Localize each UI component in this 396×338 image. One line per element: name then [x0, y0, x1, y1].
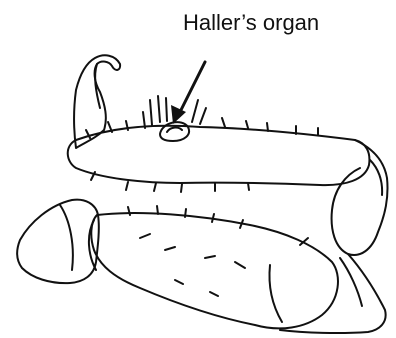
seta: [212, 214, 214, 222]
proximal-segment-fold: [340, 258, 362, 306]
seta: [222, 118, 225, 127]
proximal-segment: [280, 254, 386, 333]
seta: [248, 183, 249, 190]
seta: [181, 184, 182, 192]
joint-segment-inner: [370, 160, 382, 195]
joint-segment: [332, 140, 388, 255]
seta: [192, 100, 198, 122]
seta: [246, 121, 248, 128]
seta: [235, 262, 245, 268]
seta: [205, 256, 215, 258]
seta: [210, 292, 218, 296]
seta: [166, 98, 167, 121]
seta: [175, 280, 183, 284]
seta: [126, 182, 128, 190]
hallers-organ-pit: [167, 128, 182, 132]
foot-pad: [17, 200, 99, 283]
seta: [154, 183, 156, 191]
lower-segment: [91, 213, 338, 328]
seta: [140, 234, 150, 238]
arrow-shaft: [180, 62, 205, 112]
seta: [267, 123, 268, 131]
hallers-organ-label: Haller’s organ: [183, 10, 319, 36]
seta: [185, 209, 186, 217]
seta: [157, 206, 158, 214]
seta: [200, 108, 206, 124]
seta: [158, 96, 160, 122]
lower-segment-inner-joint: [270, 265, 283, 322]
foot-pad-inner: [60, 205, 73, 270]
tarsus-segment: [68, 126, 370, 185]
seta: [240, 220, 243, 228]
seta: [165, 247, 175, 250]
seta: [150, 100, 152, 125]
